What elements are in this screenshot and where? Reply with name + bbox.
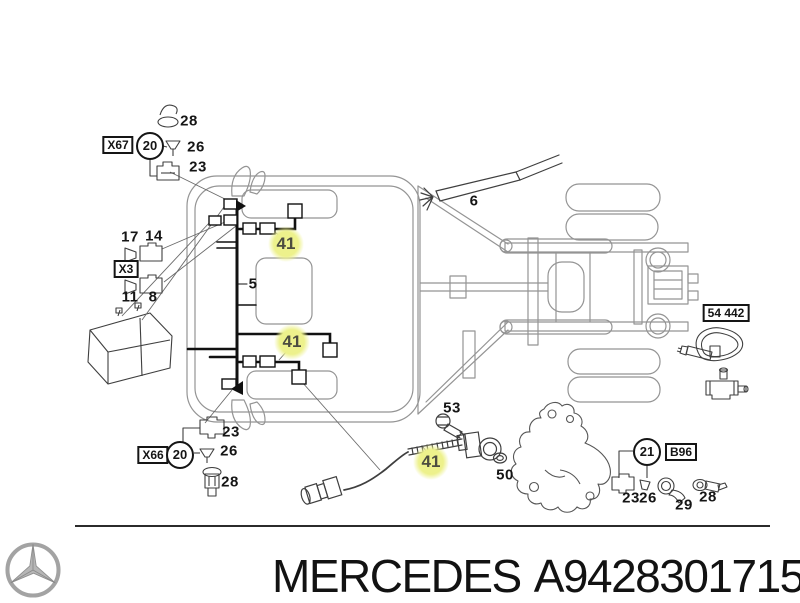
conduit-drawing <box>419 154 563 211</box>
label-highlight-41-lower[interactable]: 41 <box>274 324 310 360</box>
truck-chassis-drawing <box>186 165 699 431</box>
label-conduit-part-6: 6 <box>469 192 479 210</box>
harness-arrow-top <box>236 200 246 212</box>
label-circle-21-b96: 21 <box>633 438 661 466</box>
label-b96-part-29: 29 <box>675 496 693 514</box>
b96-part-icons <box>611 450 728 504</box>
label-x67-part-28: 28 <box>180 112 198 130</box>
label-highlight-41-upper[interactable]: 41 <box>268 226 304 262</box>
label-circle-20-x66: 20 <box>166 441 194 469</box>
label-b96-part-28: 28 <box>699 488 717 506</box>
label-front-part-14: 14 <box>145 227 163 245</box>
label-harness-part-5: 5 <box>248 275 258 293</box>
x67-part-icons <box>149 104 181 181</box>
parts-diagram-drawing <box>87 104 749 513</box>
headlamp-drawing <box>87 302 173 385</box>
label-connector-box-x66: X66 <box>137 446 169 464</box>
label-x66-part-26: 26 <box>220 442 238 460</box>
label-sensor-bolt-53: 53 <box>443 399 461 417</box>
label-front-part-11: 11 <box>121 288 139 306</box>
footer-part-number: A9428301715 <box>533 550 800 602</box>
label-sensor-ring-50: 50 <box>496 466 514 484</box>
label-connector-box-x67: X67 <box>102 136 134 154</box>
label-connector-box-x3: X3 <box>113 260 139 278</box>
label-x66-part-28: 28 <box>221 473 239 491</box>
label-front-part-8: 8 <box>148 288 158 306</box>
label-highlight-41-sensor[interactable]: 41 <box>413 444 449 480</box>
harness-arrow-bottom <box>231 381 243 395</box>
label-x67-part-23: 23 <box>189 158 207 176</box>
front-connector-icons <box>124 242 163 295</box>
footer-part-title: MERCEDES A9428301715 <box>272 549 800 603</box>
label-front-part-17: 17 <box>121 228 139 246</box>
knuckle-drawing <box>510 401 611 513</box>
label-connector-box-b96: B96 <box>664 443 698 461</box>
label-x67-part-26: 26 <box>187 138 205 156</box>
label-group-box-54442: 54 442 <box>702 304 750 322</box>
label-b96-part-26: 26 <box>639 489 657 507</box>
wiring-harness-drawing <box>186 198 338 395</box>
clamp-bracket-icons <box>676 327 749 400</box>
label-x66-part-23: 23 <box>222 423 240 441</box>
footer-make: MERCEDES <box>272 550 522 602</box>
label-b96-part-23: 23 <box>622 489 640 507</box>
footer-divider <box>75 525 770 527</box>
label-circle-20-x67: 20 <box>136 132 164 160</box>
mercedes-star-icon <box>5 542 61 598</box>
sensor-cable-drawing <box>300 413 508 505</box>
x66-part-icons <box>182 416 225 497</box>
